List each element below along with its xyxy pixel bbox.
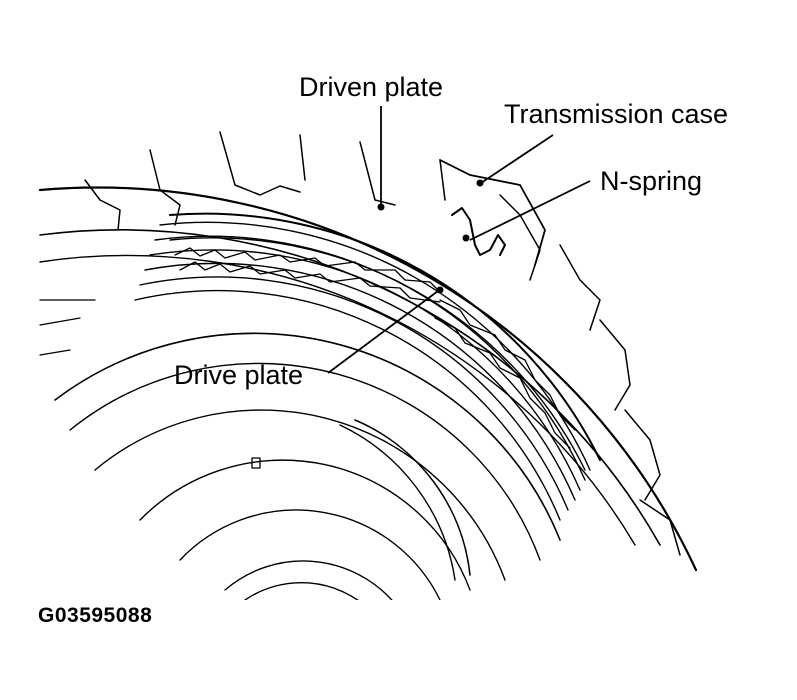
leader-lines (327, 106, 591, 374)
inner-hub (54, 332, 561, 600)
n-spring-shape (451, 207, 506, 256)
drive-plate-label: Drive plate (174, 360, 304, 390)
figure-code: G03595088 (38, 604, 153, 627)
transmission-case-outline (38, 131, 698, 572)
transmission-case-leader (480, 134, 554, 184)
left-edge-lines (39, 299, 96, 356)
driven-plate-label: Driven plate (299, 72, 444, 102)
drive-plate-ring (169, 212, 601, 471)
drive-plate-leader (327, 290, 439, 374)
n-spring-label: N-spring (600, 166, 703, 196)
transmission-case-label: Transmission case (504, 99, 729, 129)
n-spring-leader (469, 180, 591, 241)
leader-dots (377, 179, 484, 294)
